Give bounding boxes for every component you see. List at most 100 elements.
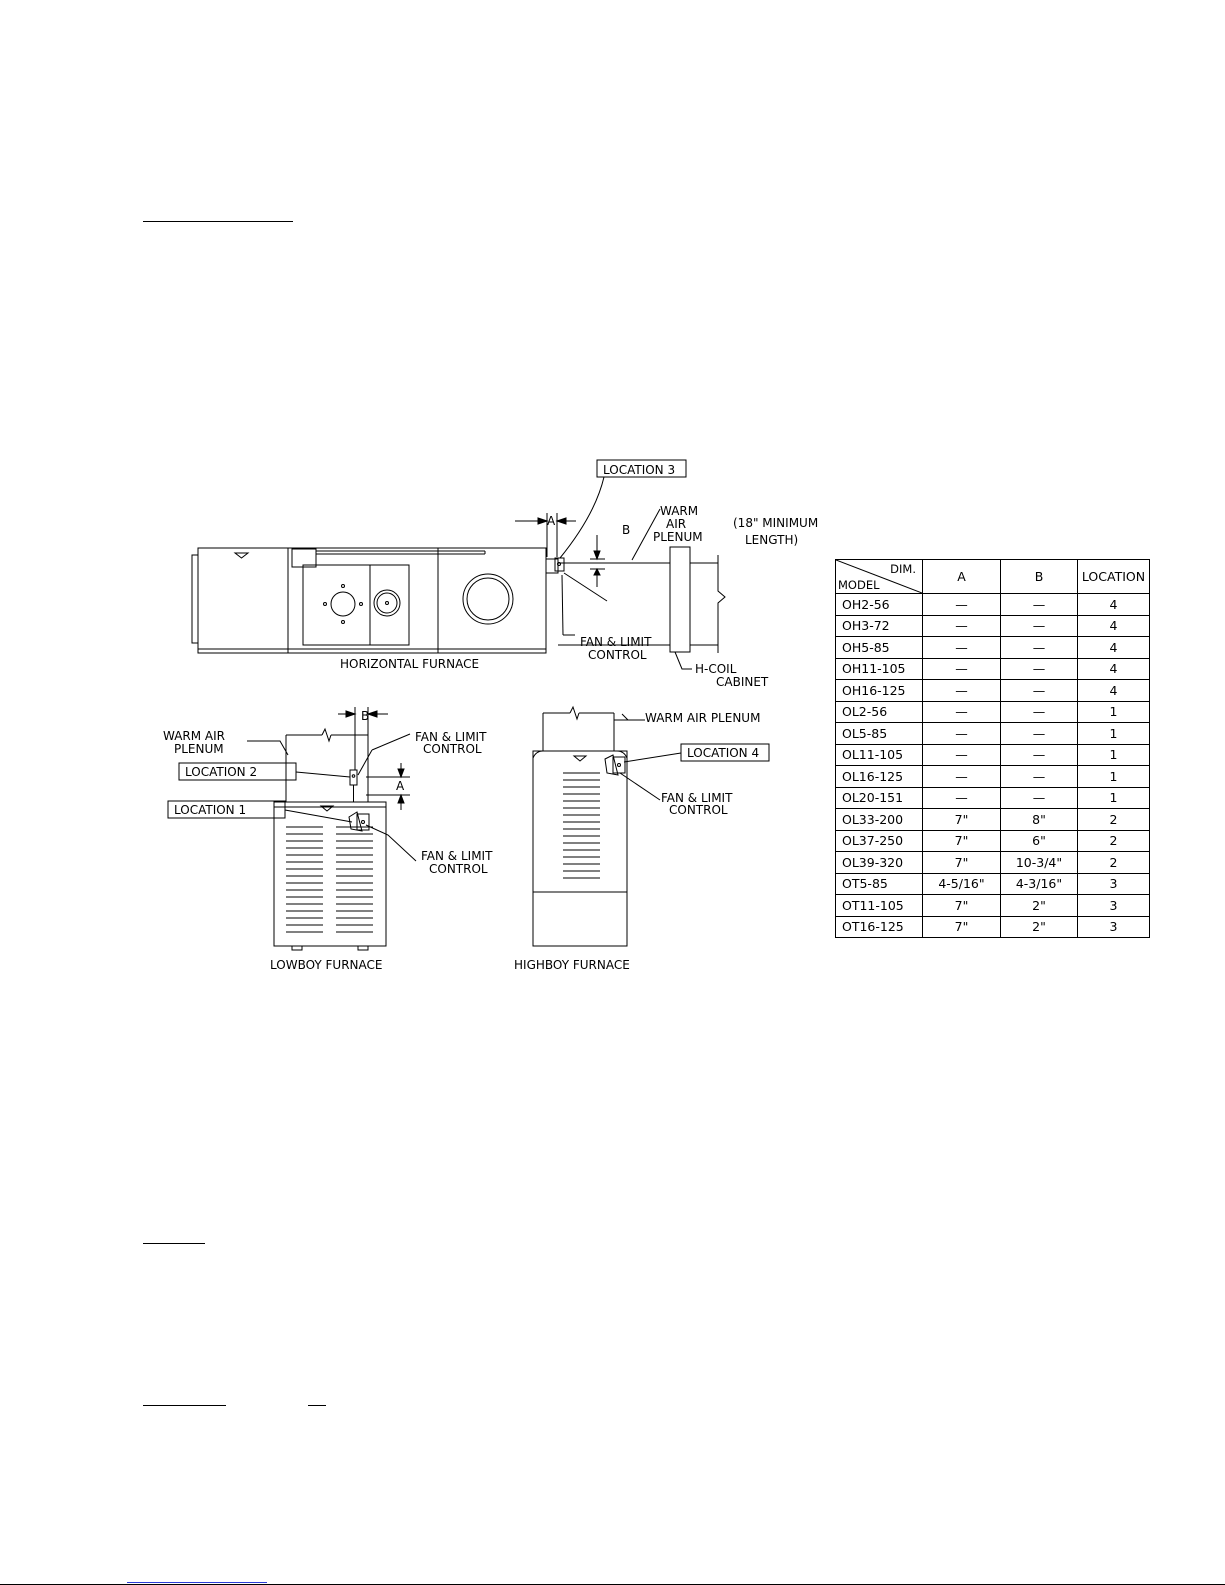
lowboy-furnace-label: LOWBOY FURNACE	[270, 958, 382, 972]
furnace-control-location-diagram: LOCATION 3 A B WARM AIR PLENUM (18" MINI…	[163, 459, 818, 972]
cell-a: —	[922, 636, 1001, 659]
horizontal-furnace-label: HORIZONTAL FURNACE	[340, 657, 479, 671]
cell-b: 10-3/4"	[1000, 851, 1078, 874]
dimension-b-horizontal	[590, 535, 605, 587]
plenum-label-low: PLENUM	[174, 742, 224, 756]
dim-a-label-low: A	[396, 779, 405, 793]
table-row: OH3-72——4	[835, 614, 1150, 637]
col-header-b: B	[1000, 559, 1078, 594]
cell-a: 4-5/16"	[922, 872, 1001, 895]
control-label-low: CONTROL	[429, 862, 488, 876]
horizontal-plenum	[558, 546, 726, 653]
location-4-label: LOCATION 4	[687, 746, 759, 760]
cell-b: 6"	[1000, 829, 1078, 852]
cell-location: 2	[1077, 829, 1150, 852]
min-length-label-2: LENGTH)	[745, 533, 798, 547]
fan-limit-label-low: FAN & LIMIT	[421, 849, 493, 863]
table-row: OH2-56——4	[835, 593, 1150, 616]
cell-a: —	[922, 743, 1001, 766]
cell-b: —	[1000, 786, 1078, 809]
location-3-control	[545, 557, 608, 602]
cell-location: 3	[1077, 915, 1150, 938]
cell-model: OT5-85	[835, 872, 923, 895]
cell-b: —	[1000, 679, 1078, 702]
col-header-location: LOCATION	[1077, 559, 1150, 594]
cell-b: 4-3/16"	[1000, 872, 1078, 895]
table-row: OH16-125——4	[835, 679, 1150, 702]
cell-b: —	[1000, 614, 1078, 637]
cell-model: OT16-125	[835, 915, 923, 938]
cell-b: —	[1000, 743, 1078, 766]
lowboy-furnace	[273, 727, 387, 951]
dimension-a-horizontal	[515, 513, 576, 557]
cell-model: OL33-200	[835, 808, 923, 831]
cell-model: OL37-250	[835, 829, 923, 852]
cell-location: 2	[1077, 808, 1150, 831]
table-row: OL16-125——1	[835, 765, 1150, 788]
heading-underline-2	[143, 1243, 205, 1244]
cell-location: 3	[1077, 872, 1150, 895]
cell-location: 1	[1077, 722, 1150, 745]
cell-location: 1	[1077, 765, 1150, 788]
cell-location: 2	[1077, 851, 1150, 874]
lowboy-louvers	[286, 826, 373, 933]
table-corner-cell: DIM. MODEL	[835, 559, 923, 594]
control-label-horiz: CONTROL	[588, 648, 647, 662]
dimension-b-lowboy	[338, 707, 388, 770]
table-header-row: DIM. MODEL A B LOCATION	[835, 559, 1150, 594]
cell-a: 7"	[922, 915, 1001, 938]
cell-b: —	[1000, 657, 1078, 680]
cell-location: 1	[1077, 786, 1150, 809]
cell-a: —	[922, 657, 1001, 680]
fan-limit-label-horiz: FAN & LIMIT	[580, 635, 652, 649]
cell-b: —	[1000, 722, 1078, 745]
cell-model: OH11-105	[835, 657, 923, 680]
cell-location: 1	[1077, 743, 1150, 766]
h-coil-label: H-COIL	[695, 662, 737, 676]
dim-a-label-top: A	[547, 514, 556, 528]
cell-model: OL2-56	[835, 700, 923, 723]
location-2-box	[178, 762, 297, 781]
air-label: AIR	[666, 517, 686, 531]
cell-b: —	[1000, 765, 1078, 788]
cabinet-label: CABINET	[716, 675, 769, 689]
location-3-label: LOCATION 3	[603, 463, 675, 477]
table-row: OL20-151——1	[835, 786, 1150, 809]
dim-b-label-low: B	[361, 709, 369, 723]
fan-limit-leader-low	[365, 824, 417, 862]
cell-model: OH16-125	[835, 679, 923, 702]
cell-b: 2"	[1000, 915, 1078, 938]
control-label-high: CONTROL	[669, 803, 728, 817]
fan-limit-label-high: FAN & LIMIT	[661, 791, 733, 805]
cell-location: 4	[1077, 636, 1150, 659]
heading-underline-1	[143, 221, 293, 222]
cell-model: OH3-72	[835, 614, 923, 637]
cell-b: —	[1000, 636, 1078, 659]
warm-label: WARM	[660, 504, 698, 518]
cell-location: 1	[1077, 700, 1150, 723]
cell-a: 7"	[922, 808, 1001, 831]
location-2-label: LOCATION 2	[185, 765, 257, 779]
footer-link-underline[interactable]	[127, 1582, 267, 1583]
highboy-furnace-label: HIGHBOY FURNACE	[514, 958, 630, 972]
warm-air-leader	[631, 508, 661, 561]
col-header-a: A	[922, 559, 1001, 594]
cell-a: 7"	[922, 851, 1001, 874]
cell-a: —	[922, 614, 1001, 637]
table-row: OL5-85——1	[835, 722, 1150, 745]
location-1-box	[167, 800, 286, 819]
corner-model-label: MODEL	[838, 578, 880, 592]
cell-location: 3	[1077, 894, 1150, 917]
corner-dim-label: DIM.	[890, 562, 916, 576]
cell-model: OL16-125	[835, 765, 923, 788]
table-row: OL2-56——1	[835, 700, 1150, 723]
cell-model: OH5-85	[835, 636, 923, 659]
location-3-box	[596, 459, 687, 478]
highboy-furnace	[532, 705, 628, 947]
